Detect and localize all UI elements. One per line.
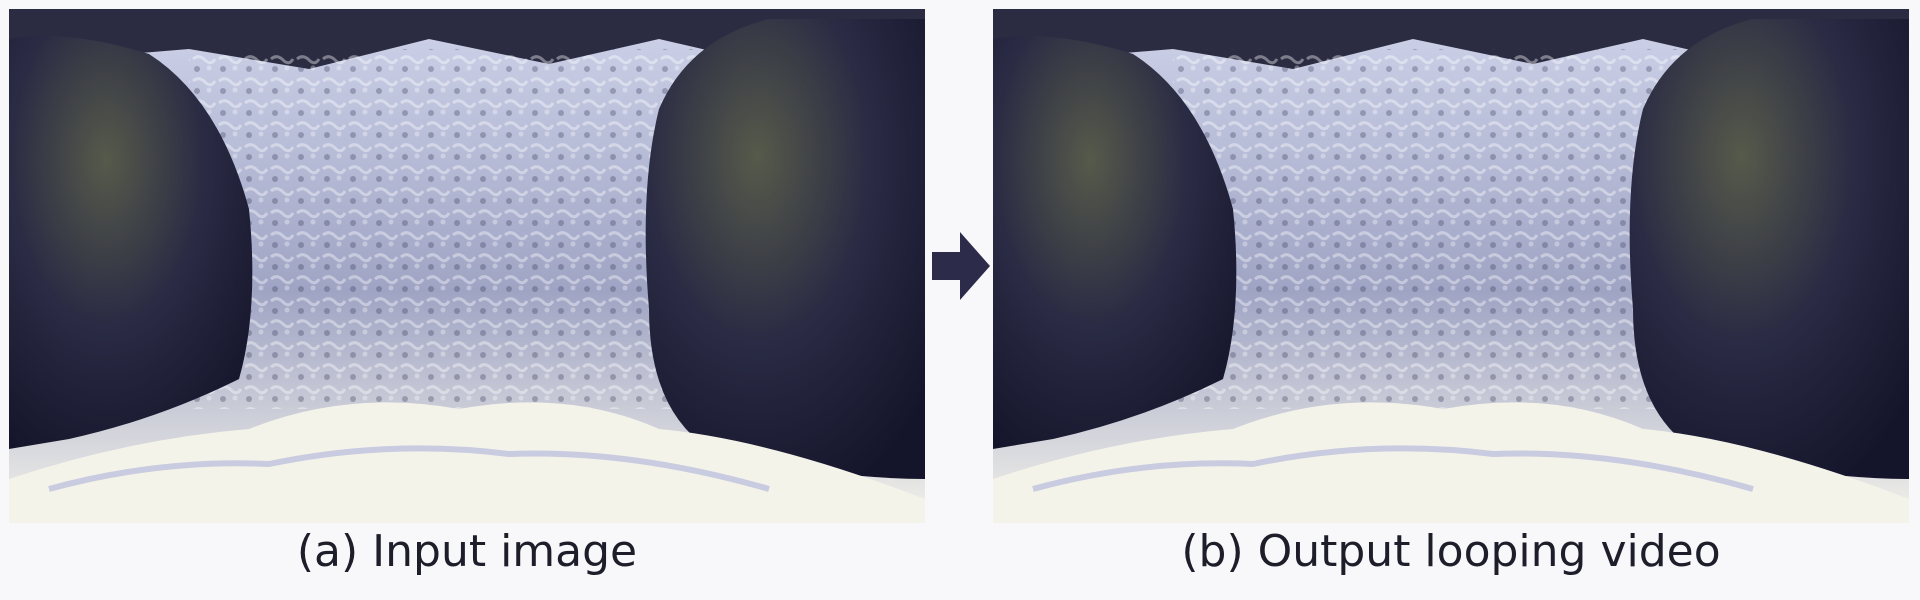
right-arrow-icon [932,232,990,300]
waterfall-photo-icon [993,9,1909,523]
waterfall-photo-icon [9,9,925,523]
input-image [9,9,925,523]
output-video-caption: (b) Output looping video [1181,526,1721,577]
input-image-caption: (a) Input image [296,526,638,577]
output-looping-video [993,9,1909,523]
